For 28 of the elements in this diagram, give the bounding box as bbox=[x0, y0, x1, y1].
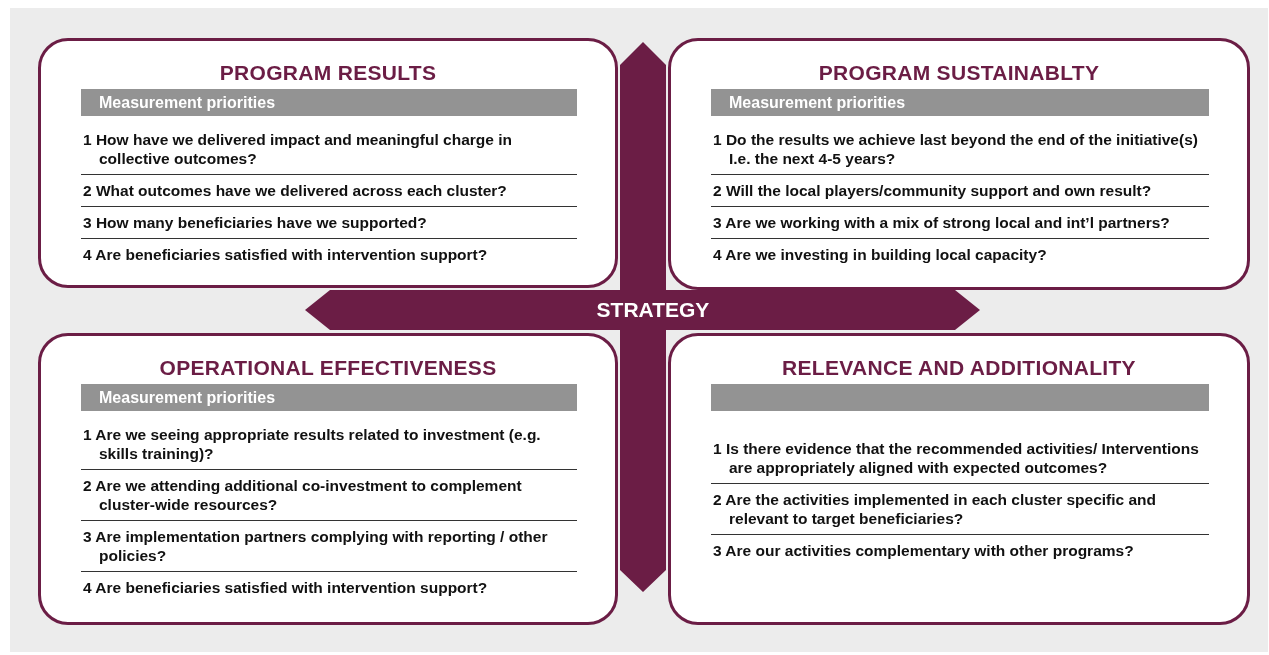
question-card bbox=[668, 333, 1250, 625]
card-title: RELEVANCE AND ADDITIONALITY bbox=[781, 356, 1137, 380]
cross-label: STRATEGY bbox=[595, 298, 711, 322]
question-text: 1 Are we seeing appropriate results related to investment (e.g. skills training)? bbox=[81, 419, 577, 470]
question-text: 2 Are the activities implemented in each cluster specific and relevant to target beneficiaries? bbox=[711, 484, 1209, 535]
card-title: OPERATIONAL EFFECTIVENESS bbox=[158, 356, 498, 380]
question-card bbox=[38, 333, 618, 625]
question-text: 3 Are implementation partners complying with reporting / other policies? bbox=[81, 521, 577, 572]
question-text: 4 Are we investing in building local capacity? bbox=[712, 245, 1048, 265]
question-text: 4 Are beneficiaries satisfied with intervention support? bbox=[82, 245, 489, 265]
question-card bbox=[668, 38, 1250, 290]
question-text: 3 Are we working with a mix of strong local and int’l partners? bbox=[711, 207, 1209, 239]
question-text: 2 Will the local players/community support and own result? bbox=[711, 175, 1209, 207]
empty-header-band bbox=[711, 384, 1209, 411]
question-text: 3 How many beneficiaries have we supported? bbox=[81, 207, 577, 239]
header-band: Measurement priorities bbox=[81, 89, 577, 116]
question-text: 2 Are we attending additional co-investment to complement cluster-wide resources? bbox=[81, 470, 577, 521]
header-band: Measurement priorities bbox=[711, 89, 1209, 116]
question-text: 1 How have we delivered impact and meaningful charge in collective outcomes? bbox=[81, 124, 577, 175]
question-text: 1 Is there evidence that the recommended activities/ Interventions are appropriately aligned with expected outcomes? bbox=[711, 433, 1209, 484]
card-title: PROGRAM RESULTS bbox=[218, 61, 438, 85]
header-band: Measurement priorities bbox=[81, 384, 577, 411]
question-text: 3 Are our activities complementary with other programs? bbox=[712, 541, 1135, 561]
question-text: 2 What outcomes have we delivered across each cluster? bbox=[81, 175, 577, 207]
question-text: 1 Do the results we achieve last beyond the end of the initiative(s) I.e. the next 4-5 years? bbox=[711, 124, 1209, 175]
question-text: 4 Are beneficiaries satisfied with intervention support? bbox=[82, 578, 489, 598]
question-card bbox=[38, 38, 618, 288]
card-title: PROGRAM SUSTAINABLTY bbox=[817, 61, 1101, 85]
